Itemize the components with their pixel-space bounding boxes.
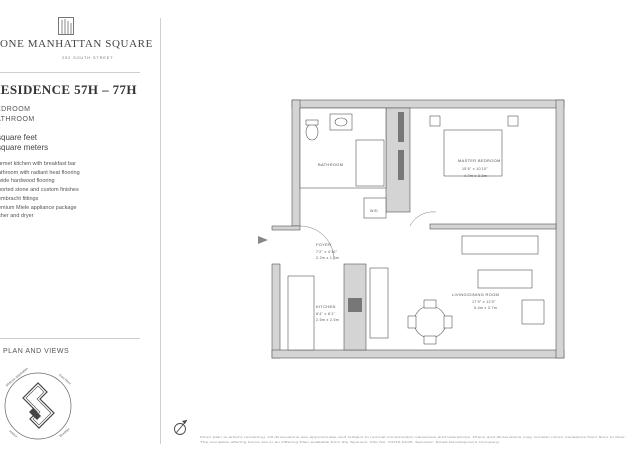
room-name-kitchen: KITCHEN	[316, 304, 336, 309]
residence-layout: EDROOM ATHROOM	[0, 105, 35, 125]
legal-disclaimer: Floor plan is artist's rendering. All di…	[200, 435, 627, 444]
washer-dryer	[363, 197, 387, 219]
wall-right	[555, 99, 565, 359]
chair	[423, 299, 437, 309]
entry-arrow-icon	[258, 236, 268, 244]
wall-top	[291, 99, 565, 109]
wall-left-lower	[271, 263, 281, 359]
residence-area: square feet square meters	[0, 133, 48, 153]
room-dims-living-dining-m: 5.4m x 3.7m	[474, 306, 497, 310]
views-heading: PLAN AND VIEWS	[3, 348, 70, 355]
toilet-tank	[305, 119, 319, 126]
wall-bottom	[271, 349, 565, 359]
brand-name: ONE MANHATTAN SQUARE	[0, 38, 153, 50]
room-name-foyer: FOYER	[316, 242, 331, 247]
washer-dryer-label: W/D	[370, 209, 378, 213]
sidebar: ONE MANHATTAN SQUARE 252 SOUTH STREET RE…	[0, 0, 160, 460]
room-name-bathroom: BATHROOM	[318, 162, 343, 167]
room-dims-living-dining-ft: 17'9" x 12'0"	[472, 300, 496, 304]
feature-list: urmet kitchen with breakfast bar athroom…	[0, 160, 80, 221]
feature-item: ported stone and custom finishes	[0, 187, 79, 194]
floor-plan: BATHROOM MASTER BEDROOM 15'6" x 10'10" 4…	[258, 99, 565, 359]
wall-left-upper	[291, 99, 301, 227]
door-swing	[409, 211, 437, 227]
view-label: Brooklyn	[59, 427, 71, 438]
room-dims-master-bedroom-ft: 15'6" x 10'10"	[462, 167, 488, 171]
closet-shelf	[398, 150, 404, 180]
feature-item: urmet kitchen with breakfast bar	[0, 161, 76, 167]
divider	[0, 338, 140, 339]
toilet	[305, 123, 319, 141]
media-console	[477, 269, 533, 289]
dining-table	[413, 305, 447, 339]
chair	[407, 315, 417, 329]
door-swing	[299, 225, 335, 261]
sink	[334, 117, 348, 127]
residence-title: RESIDENCE 57H – 77H	[0, 82, 137, 97]
view-label: Midtown Manhattan	[5, 368, 29, 387]
room-name-living-dining: LIVING/DINING ROOM	[452, 292, 499, 297]
feature-item: emium Miele appliance package	[0, 204, 77, 211]
feature-item: embracht fittings	[0, 195, 39, 202]
view-label: Harbor	[8, 429, 19, 439]
room-dims-foyer-ft: 7'2" x 4'10"	[316, 250, 338, 254]
bathroom-count: ATHROOM	[0, 116, 35, 123]
disclaimer-line: Floor plan is artist's rendering. All di…	[200, 435, 627, 439]
bedroom-count: EDROOM	[0, 106, 31, 113]
room-dims-kitchen-ft: 8'4" x 8'1"	[316, 312, 335, 316]
room-name-master-bedroom: MASTER BEDROOM	[458, 158, 501, 163]
island	[369, 267, 389, 339]
divider	[0, 72, 140, 73]
brand-address: 252 SOUTH STREET	[62, 55, 114, 60]
cooktop	[348, 298, 362, 312]
key-plan-compass: Midtown Manhattan East River Brooklyn Ha…	[4, 368, 73, 440]
closet-shelf	[398, 112, 404, 142]
chair	[423, 335, 437, 345]
feature-item: sher and dryer	[0, 213, 34, 220]
view-label: East River	[58, 373, 73, 386]
wall-foyer-step	[271, 225, 301, 231]
sofa	[461, 235, 539, 255]
area-square-feet: square feet	[0, 133, 38, 142]
vertical-divider	[160, 18, 161, 444]
room-dims-kitchen-m: 2.5m x 2.5m	[316, 318, 339, 322]
feature-item: wide hardwood flooring	[0, 178, 55, 185]
nightstand-left	[429, 115, 441, 127]
wall-bedroom-bottom	[429, 223, 557, 230]
armchair	[521, 299, 545, 325]
feature-item: athroom with radiant heat flooring	[0, 169, 80, 176]
area-square-meters: square meters	[0, 143, 49, 152]
nightstand-right	[507, 115, 519, 127]
bathtub	[355, 139, 385, 187]
disclaimer-line: The complete offering terms are in an Of…	[200, 440, 501, 444]
bed	[443, 129, 503, 177]
building-logo-icon	[58, 17, 74, 35]
north-arrow-icon	[174, 419, 188, 435]
chair	[443, 315, 453, 329]
kitchen-counter	[287, 275, 315, 351]
room-dims-foyer-m: 2.2m x 1.5m	[316, 256, 339, 260]
room-dims-master-bedroom-m: 4.7m x 3.3m	[464, 174, 487, 178]
